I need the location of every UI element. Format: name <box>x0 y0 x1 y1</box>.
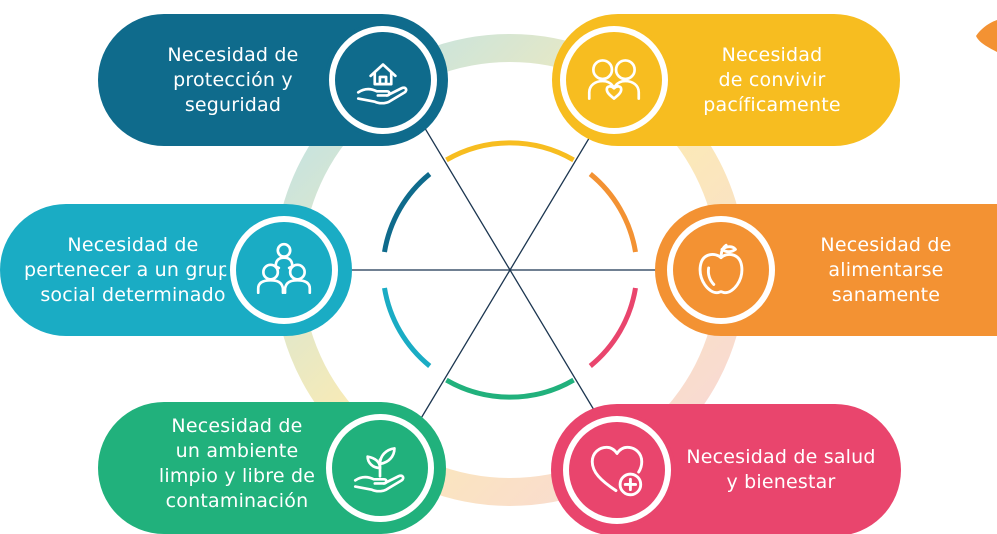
need-label-ambiente: Necesidad de un ambiente limpio y libre … <box>158 415 316 512</box>
inner-circle <box>382 140 638 400</box>
inner-arc-pink <box>588 287 638 368</box>
plant-in-hand-icon <box>353 447 405 493</box>
inner-arc-green <box>445 377 575 400</box>
apple-icon <box>698 243 744 295</box>
need-label-proteccion: Necesidad de protección y seguridad <box>167 43 299 116</box>
need-icon-circle-pertenecer <box>226 212 342 328</box>
need-icon-circle-salud <box>559 412 675 528</box>
need-label-alimentarse: Necesidad de alimentarse sanamente <box>820 233 952 306</box>
need-icon-circle-alimentarse <box>663 212 779 328</box>
house-in-hand-icon <box>356 63 408 105</box>
need-label-convivir: Necesidad de convivir pacíficamente <box>703 43 841 116</box>
heart-health-icon <box>590 445 644 497</box>
need-icon-circle-proteccion <box>325 22 441 138</box>
need-icon-circle-convivir <box>556 22 672 138</box>
need-label-salud: Necesidad de salud y bienestar <box>686 446 876 493</box>
inner-arc-blue <box>382 172 432 253</box>
couple-heart-icon <box>587 59 641 100</box>
need-label-pertenecer: Necesidad de pertenecer a un grupo socia… <box>23 233 243 306</box>
spokes <box>348 119 672 421</box>
need-icon-circle-ambiente <box>322 410 438 526</box>
inner-arc-teal <box>382 287 432 368</box>
inner-arc-orange <box>588 172 638 253</box>
group-people-icon <box>256 242 312 295</box>
decorative-leaf <box>976 20 997 52</box>
inner-arc-yellow <box>445 140 575 163</box>
